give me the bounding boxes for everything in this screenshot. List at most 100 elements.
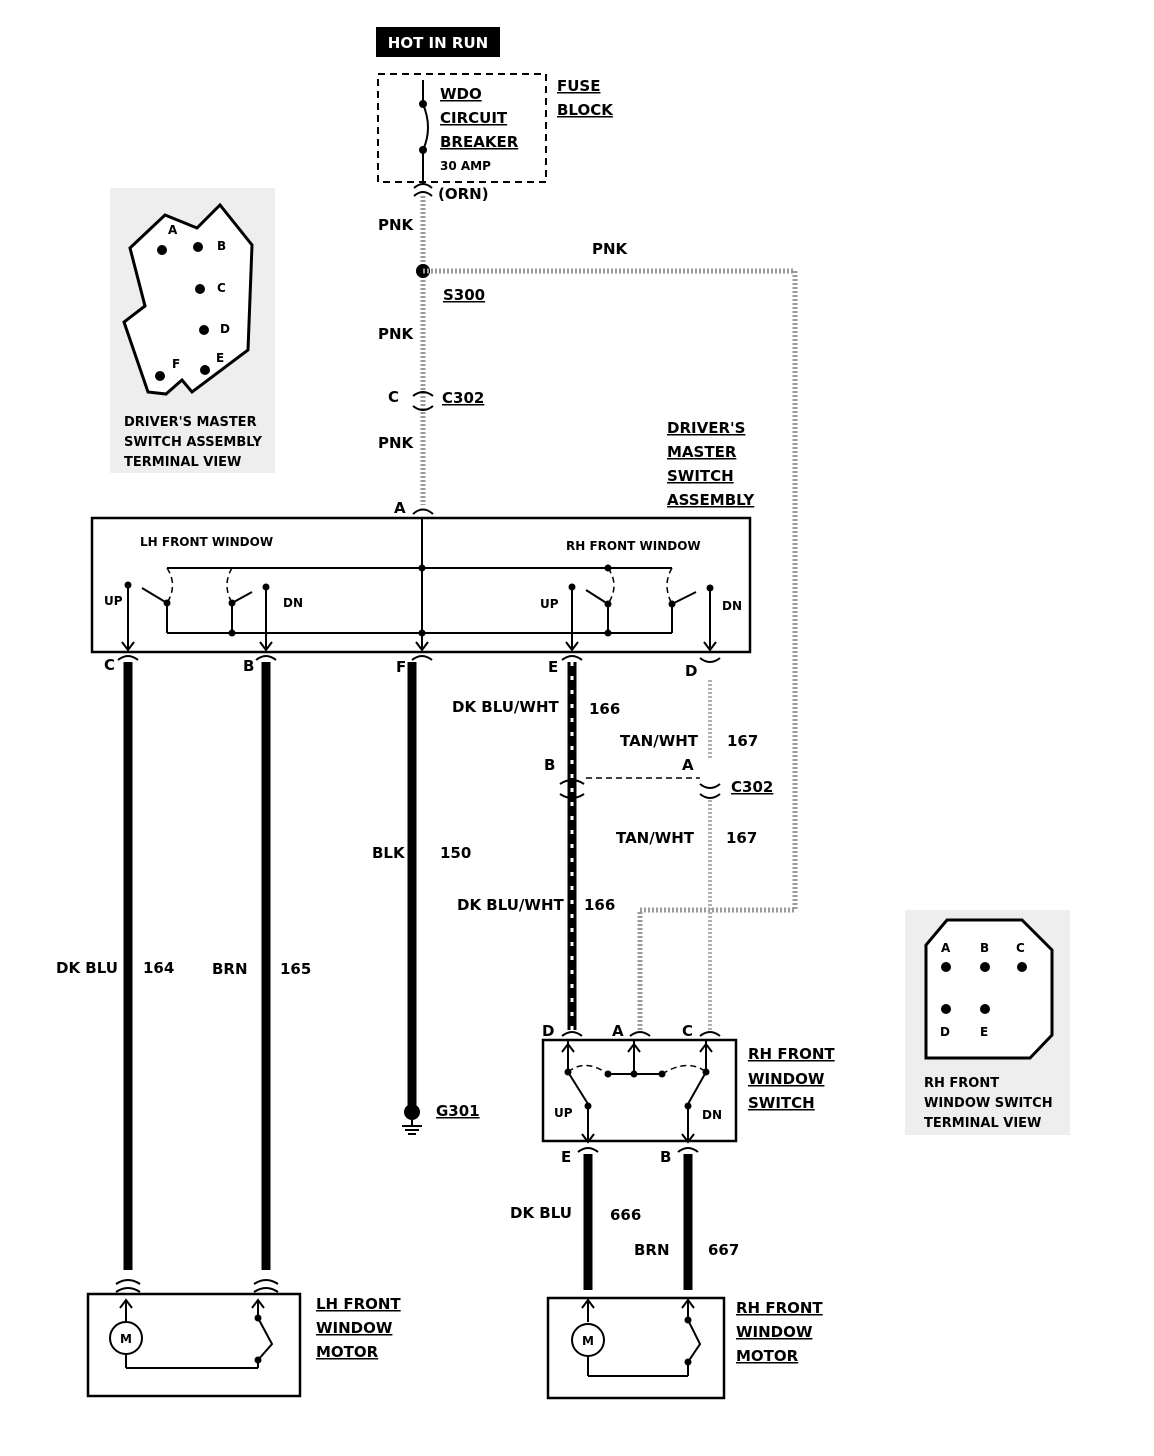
rh-switch-internals [561, 1040, 713, 1144]
s300-label: S300 [443, 286, 485, 304]
c302-lower-label: C302 [731, 778, 773, 796]
circuit-breaker-contact-bottom [419, 146, 427, 154]
ground-label: G301 [436, 1102, 480, 1120]
master-switch-title-4: ASSEMBLY [667, 491, 755, 509]
circuit-breaker-label-3: BREAKER [440, 133, 519, 151]
fuse-out-wire-color: (ORN) [438, 185, 489, 203]
circuit-breaker-contact-top [419, 100, 427, 108]
rh-terminal-pin-e-dot [980, 1004, 990, 1014]
ground-dot [404, 1104, 420, 1120]
c302-lower-pin-b: B [544, 756, 555, 774]
rh-switch-title-2: WINDOW [748, 1070, 825, 1088]
c302-lower-connector-b-icon [559, 779, 585, 799]
lh-motor-icon [109, 1321, 143, 1355]
tan-wht-label-1: TAN/WHT [620, 732, 699, 750]
c302-upper-pin: C [388, 388, 399, 406]
circuit-breaker-rating: 30 AMP [440, 159, 491, 173]
master-terminal-view-outline [122, 202, 254, 396]
rh-switch-pin-a-connector [629, 1031, 651, 1037]
master-switch-title-3: SWITCH [667, 467, 734, 485]
master-pin-a-connector-icon [412, 508, 434, 515]
lh-up-label: UP [104, 594, 123, 608]
rh-dk-blu-num: 666 [610, 1206, 641, 1224]
rh-motor-title-1: RH FRONT [736, 1299, 823, 1317]
hot-in-run-badge [376, 27, 500, 57]
master-terminal-pin-a-dot [157, 245, 167, 255]
rh-switch-pin-e: E [561, 1148, 571, 1166]
c302-lower-connector-a-icon [699, 783, 721, 799]
rh-switch-pin-c: C [682, 1022, 693, 1040]
master-terminal-pin-e: E [216, 351, 224, 365]
pnk-wire-branch [423, 268, 798, 1030]
master-terminal-pin-c: C [217, 281, 226, 295]
blk-label: BLK [372, 844, 406, 862]
rh-switch-pin-d: D [542, 1022, 554, 1040]
rh-terminal-pin-d-dot [941, 1004, 951, 1014]
master-terminal-caption-2: SWITCH ASSEMBLY [124, 435, 263, 450]
rh-brn-label: BRN [634, 1241, 670, 1259]
master-pin-a: A [394, 499, 406, 517]
tan-wht-label-2: TAN/WHT [616, 829, 695, 847]
rh-switch-box [541, 1038, 738, 1143]
rh-terminal-pin-c-dot [1017, 962, 1027, 972]
master-terminal-caption-3: TERMINAL VIEW [124, 455, 241, 470]
fuse-block-title-2: BLOCK [557, 101, 614, 119]
master-terminal-pin-b: B [217, 239, 226, 253]
rh-terminal-pin-e: E [980, 1025, 988, 1039]
lh-motor-connector-c [115, 1279, 141, 1293]
rh-terminal-pin-a: A [941, 941, 951, 955]
rh-terminal-pin-c: C [1016, 941, 1025, 955]
rh-switch-up-label: UP [554, 1106, 573, 1120]
rh-terminal-pin-a-dot [941, 962, 951, 972]
rh-terminal-pin-b-dot [980, 962, 990, 972]
master-terminal-pin-e-dot [200, 365, 210, 375]
rh-switch-pin-c-connector [699, 1031, 721, 1037]
master-terminal-caption-1: DRIVER'S MASTER [124, 415, 257, 430]
master-pin-b: B [243, 657, 254, 675]
c302-lower-pin-a: A [682, 756, 694, 774]
c302-upper-connector-icon [412, 391, 434, 411]
master-terminal-pin-a: A [168, 223, 178, 237]
master-switch-internals [121, 518, 717, 652]
master-switch-title-1: DRIVER'S [667, 419, 745, 437]
dk-blu-num: 164 [143, 959, 174, 977]
lh-front-window-label: LH FRONT WINDOW [140, 535, 273, 549]
lh-motor-connector-b [253, 1279, 279, 1293]
master-terminal-pin-d-dot [199, 325, 209, 335]
tan-wht-num-2: 167 [726, 829, 757, 847]
lh-motor-title-1: LH FRONT [316, 1295, 401, 1313]
master-terminal-pin-d: D [220, 322, 230, 336]
wire-c-connector-icon [117, 655, 139, 661]
master-terminal-pin-f: F [172, 357, 180, 371]
fuse-block-box [377, 73, 547, 183]
pin-d-connector-icon [699, 657, 721, 663]
rh-terminal-caption-3: TERMINAL VIEW [924, 1116, 1041, 1131]
circuit-breaker-symbol [422, 80, 429, 184]
rh-brn-num: 667 [708, 1241, 739, 1259]
hot-in-run-label: HOT IN RUN [388, 34, 488, 52]
rh-up-label: UP [540, 597, 559, 611]
circuit-breaker-label-2: CIRCUIT [440, 109, 508, 127]
master-switch-title-2: MASTER [667, 443, 737, 461]
dk-blu-wht-label-1: DK BLU/WHT [452, 698, 560, 716]
rh-motor-internals [581, 1298, 702, 1377]
rh-switch-title-3: SWITCH [748, 1094, 815, 1112]
master-pin-d: D [685, 662, 697, 680]
pnk-label-1: PNK [378, 216, 415, 234]
master-terminal-pin-b-dot [193, 242, 203, 252]
tan-wht-num-1: 167 [727, 732, 758, 750]
rh-motor-title-2: WINDOW [736, 1323, 813, 1341]
dk-blu-wht-num-2: 166 [584, 896, 615, 914]
brn-num: 165 [280, 960, 311, 978]
pnk-label-branch: PNK [592, 240, 629, 258]
rh-terminal-view-outline [924, 918, 1054, 1060]
lh-dn-label: DN [283, 596, 303, 610]
pnk-label-2: PNK [378, 325, 415, 343]
dk-blu-label: DK BLU [56, 959, 118, 977]
rh-switch-title-1: RH FRONT [748, 1045, 835, 1063]
circuit-breaker-label-1: WDO [440, 85, 482, 103]
rh-wire-b-connector [677, 1147, 699, 1153]
master-pin-e: E [548, 658, 558, 676]
rh-wire-e-connector [577, 1147, 599, 1153]
